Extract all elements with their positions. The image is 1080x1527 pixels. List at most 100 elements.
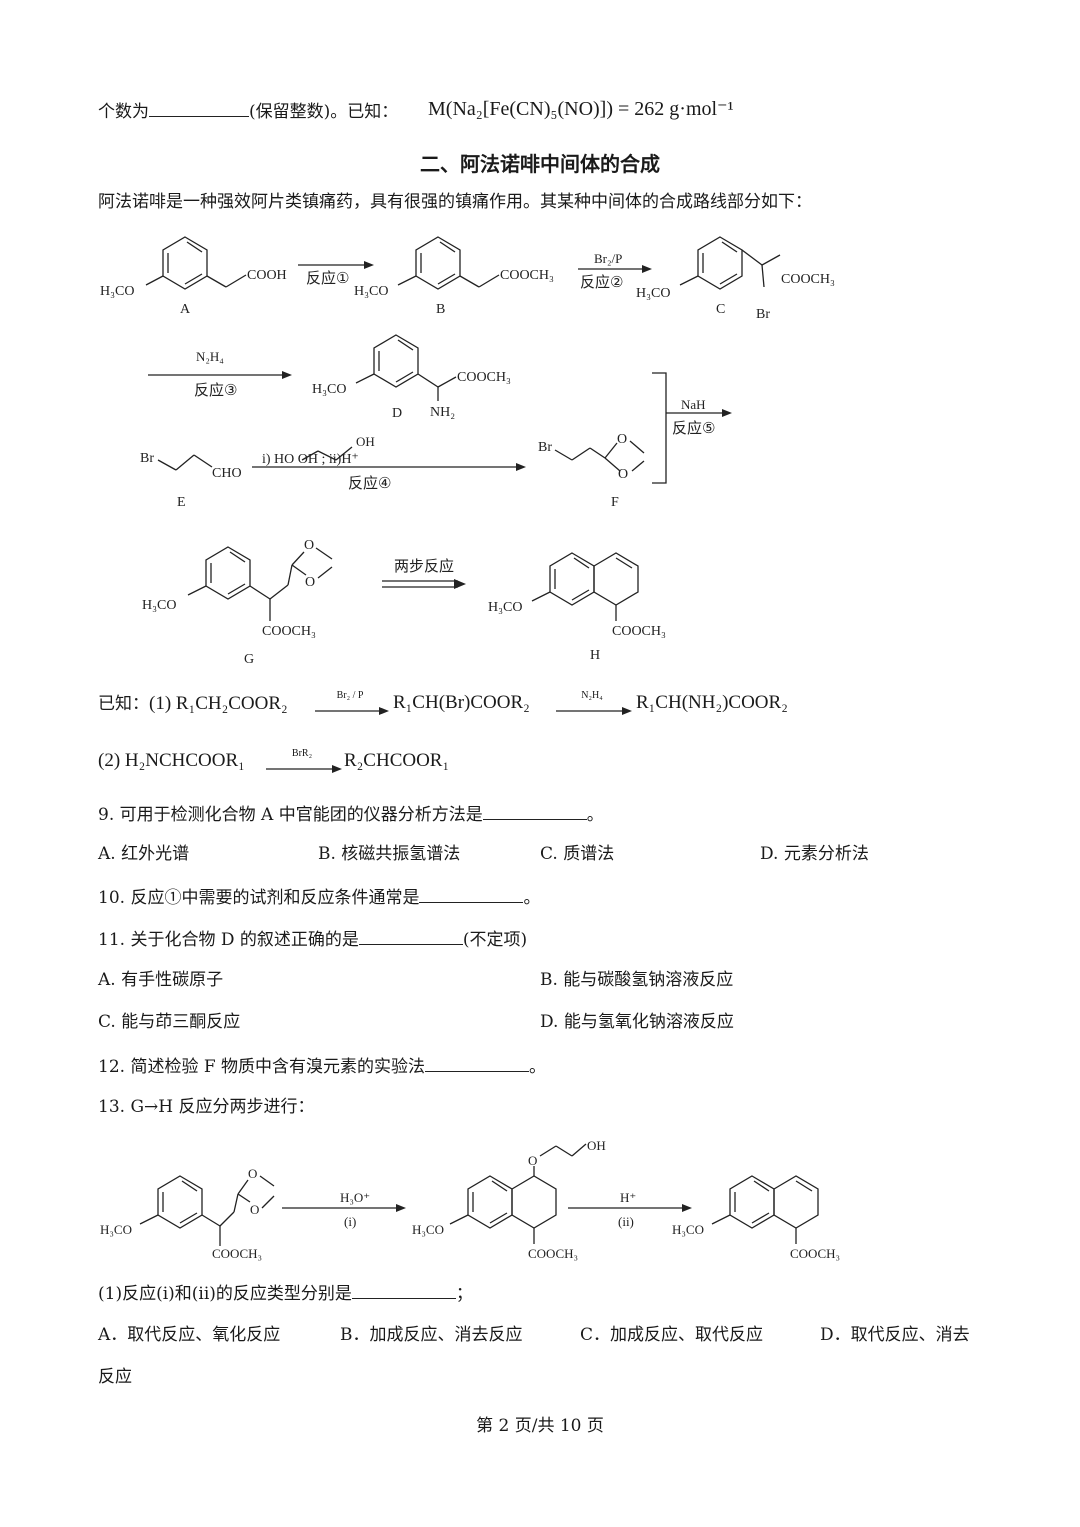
q10-stem: 10. 反应①中需要的试剂和反应条件通常是 xyxy=(98,888,420,908)
b-h3co: H₃CO xyxy=(354,284,388,299)
eq1-start: (1) R₁CH₂COOR₂ xyxy=(149,693,288,714)
question-9: 9. 可用于检测化合物 A 中官能团的仪器分析方法是 。 xyxy=(98,801,604,827)
eq1-reagent2: N₂H₄ xyxy=(581,690,603,701)
e-br: Br xyxy=(140,451,154,466)
q10-answer-blank[interactable] xyxy=(419,884,524,903)
q9-option-a[interactable]: A. 红外光谱 xyxy=(98,844,190,864)
compound-d-structure: H₃CO COOCH₃ NH₂ D xyxy=(312,334,511,421)
arrow-r4-label: 反应④ xyxy=(348,474,391,492)
label-c: C xyxy=(716,302,725,317)
synthesis-scheme: H₃CO COOH A 反应① H₃CO COOCH₃ B Br₂/P 反应② … xyxy=(100,236,835,667)
q9-option-c[interactable]: C. 质谱法 xyxy=(540,844,615,864)
arrow-r3-label: 反应③ xyxy=(194,381,237,399)
label-b: B xyxy=(436,302,445,317)
q13-compound-h: H₃CO COOCH₃ xyxy=(672,1175,840,1261)
q11-end: (不定项) xyxy=(462,930,528,950)
compound-g-structure: H₃CO COOCH₃ O O G xyxy=(142,538,333,667)
compound-b-structure: H₃CO COOCH₃ B xyxy=(354,236,554,317)
compound-f-structure: Br O O F xyxy=(538,432,645,510)
q10-end: 。 xyxy=(523,888,541,908)
label-g: G xyxy=(244,652,254,667)
g-h3co: H₃CO xyxy=(142,598,176,613)
question-continuation: 个数为 (保留整数)。已知： xyxy=(98,98,398,124)
b-cooch3: COOCH₃ xyxy=(500,268,554,283)
h-h3co: H₃CO xyxy=(488,600,522,615)
q11-option-a[interactable]: A. 有手性碳原子 xyxy=(98,970,224,990)
eq1-mid: R₁CH(Br)COOR₂ xyxy=(393,692,530,713)
text-suffix: (保留整数)。已知： xyxy=(249,102,399,122)
text-prefix: 个数为 xyxy=(98,102,149,122)
q13-compound-g: H₃CO COOCH₃ O O xyxy=(100,1166,275,1261)
q11-option-c[interactable]: C. 能与茚三酮反应 xyxy=(98,1012,241,1032)
q11-option-b[interactable]: B. 能与碳酸氢钠溶液反应 xyxy=(540,970,734,990)
q12-stem: 12. 简述检验 F 物质中含有溴元素的实验法 xyxy=(98,1057,426,1077)
q9-end: 。 xyxy=(586,805,604,825)
q13-option-d-wrap: 反应 xyxy=(98,1367,132,1387)
molar-mass-formula: M(Na₂[Fe(CN)₅(NO)]) = 262 g·mol⁻¹ xyxy=(428,98,734,120)
compound-a-structure: H₃CO COOH A xyxy=(100,236,287,317)
r4-oh-label: OH xyxy=(356,434,375,449)
q13-option-b[interactable]: B．加成反应、消去反应 xyxy=(340,1325,523,1345)
q13-arrow2-top: H⁺ xyxy=(620,1190,636,1205)
eq1-arrow2 xyxy=(556,707,632,715)
g-o2: O xyxy=(305,575,315,590)
section-title: 二、阿法诺啡中间体的合成 xyxy=(420,152,660,176)
q13-sub1-answer-blank[interactable] xyxy=(351,1280,456,1299)
q13-int-cooch3: COOCH₃ xyxy=(528,1246,578,1261)
q13-option-a[interactable]: A．取代反应、氧化反应 xyxy=(98,1325,281,1345)
q11-answer-blank[interactable] xyxy=(358,926,463,945)
q13-option-c[interactable]: C．加成反应、取代反应 xyxy=(580,1325,764,1345)
question-10: 10. 反应①中需要的试剂和反应条件通常是 。 xyxy=(98,884,540,910)
q12-answer-blank[interactable] xyxy=(425,1053,530,1072)
arrow-r4-top: i) HO OH ; ii)H⁺ xyxy=(262,452,359,467)
d-h3co: H₃CO xyxy=(312,382,346,397)
label-d: D xyxy=(392,406,402,421)
two-step-label: 两步反应 xyxy=(394,557,454,575)
intro-text: 阿法诺啡是一种强效阿片类镇痛药，具有很强的镇痛作用。其某种中间体的合成路线部分如… xyxy=(98,192,812,212)
q13-sub1-stem: (1)反应(i)和(ii)的反应类型分别是 xyxy=(98,1284,352,1304)
compound-h-structure: H₃CO COOCH₃ H xyxy=(488,552,666,663)
label-a: A xyxy=(180,302,191,317)
g-o1: O xyxy=(304,538,314,553)
q9-option-d[interactable]: D. 元素分析法 xyxy=(760,844,869,864)
eq1-reagent1: Br₂ / P xyxy=(336,690,364,701)
question-11: 11. 关于化合物 D 的叙述正确的是(不定项) xyxy=(98,926,527,952)
arrow-r5-label: 反应⑤ xyxy=(672,419,715,437)
eq2-reagent: BrR₂ xyxy=(291,748,313,759)
arrow-r2-top: Br₂/P xyxy=(594,251,622,266)
question-12: 12. 简述检验 F 物质中含有溴元素的实验法 。 xyxy=(98,1053,546,1079)
q9-option-b[interactable]: B. 核磁共振氢谱法 xyxy=(318,844,461,864)
q9-answer-blank[interactable] xyxy=(482,801,587,820)
q13-g-h3co: H₃CO xyxy=(100,1222,132,1237)
c-cooch3: COOCH₃ xyxy=(781,272,835,287)
d-nh2: NH₂ xyxy=(430,405,455,420)
e-cho: CHO xyxy=(212,466,242,481)
q13-h-h3co: H₃CO xyxy=(672,1222,704,1237)
eq2-arrow xyxy=(266,765,342,773)
q12-end: 。 xyxy=(529,1057,547,1077)
q13-intermediate: O OH H₃CO COOCH₃ xyxy=(412,1138,606,1261)
known-label: 已知： xyxy=(98,694,149,714)
answer-blank[interactable] xyxy=(149,98,249,117)
q13-sub1-end: ； xyxy=(455,1284,473,1304)
q9-stem: 9. 可用于检测化合物 A 中官能团的仪器分析方法是 xyxy=(98,805,483,825)
q13-arrow2-bottom: (ii) xyxy=(618,1214,634,1229)
q13-option-d[interactable]: D．取代反应、消去 xyxy=(820,1325,970,1345)
compound-c-structure: H₃CO COOCH₃ Br C xyxy=(636,236,835,322)
eq1-end: R₁CH(NH₂)COOR₂ xyxy=(636,692,788,713)
q13-int-h3co: H₃CO xyxy=(412,1222,444,1237)
arrow-r3-top: N₂H₄ xyxy=(196,349,224,364)
eq2-end: R₂CHCOOR₁ xyxy=(344,750,450,771)
a-cooh: COOH xyxy=(247,268,287,283)
eq1-arrow1 xyxy=(315,707,389,715)
f-br: Br xyxy=(538,440,552,455)
h-cooch3: COOCH₃ xyxy=(612,624,666,639)
known-equation-2: (2) H₂NCHCOOR₁ xyxy=(98,750,245,771)
c-br: Br xyxy=(756,307,770,322)
q13-sub1: (1)反应(i)和(ii)的反应类型分别是 ； xyxy=(98,1280,473,1306)
q13-g-o1: O xyxy=(248,1166,257,1181)
q11-option-d[interactable]: D. 能与氢氧化钠溶液反应 xyxy=(540,1012,734,1032)
label-h: H xyxy=(590,648,600,663)
known-equation-1: 已知：(1) R₁CH₂COOR₂ xyxy=(98,692,288,716)
q13-g-cooch3: COOCH₃ xyxy=(212,1246,262,1261)
